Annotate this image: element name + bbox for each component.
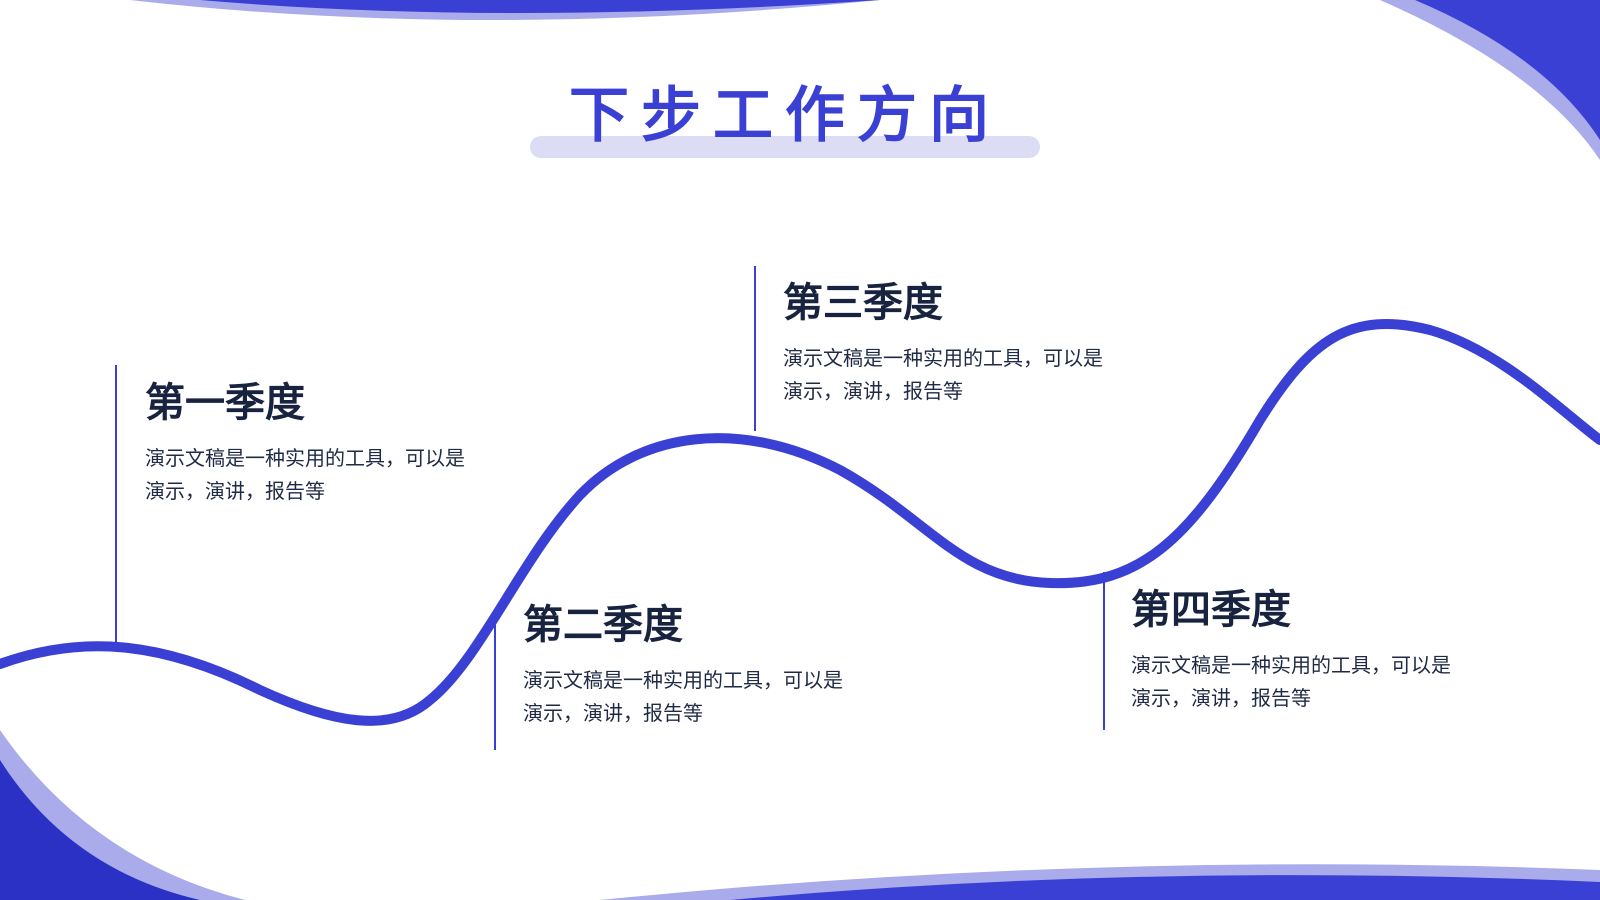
quarter-heading: 第一季度 xyxy=(145,380,305,426)
title-underline xyxy=(530,136,1040,158)
top-arc-dark xyxy=(200,0,880,13)
top-right-swoosh-dark xyxy=(1415,0,1600,140)
quarter-heading: 第四季度 xyxy=(1131,587,1291,633)
quarter-block-4: 第四季度 演示文稿是一种实用的工具，可以是 演示，演讲，报告等 xyxy=(1131,585,1451,715)
connector-q1 xyxy=(115,365,117,648)
quarter-desc-line2: 演示，演讲，报告等 xyxy=(1131,686,1311,710)
quarter-desc-line2: 演示，演讲，报告等 xyxy=(145,479,325,503)
connector-q2 xyxy=(494,620,496,750)
quarter-heading: 第三季度 xyxy=(783,280,943,326)
connector-q3 xyxy=(754,266,756,431)
quarter-block-3: 第三季度 演示文稿是一种实用的工具，可以是 演示，演讲，报告等 xyxy=(783,278,1103,408)
bottom-left-swoosh-dark xyxy=(0,760,200,900)
quarter-block-2: 第二季度 演示文稿是一种实用的工具，可以是 演示，演讲，报告等 xyxy=(523,600,843,730)
title-area: 下步工作方向 xyxy=(530,78,1040,160)
page-title: 下步工作方向 xyxy=(569,81,1001,151)
quarter-desc-line2: 演示，演讲，报告等 xyxy=(523,701,703,725)
quarter-desc-line1: 演示文稿是一种实用的工具，可以是 xyxy=(145,446,465,470)
quarter-desc-line2: 演示，演讲，报告等 xyxy=(783,379,963,403)
timeline-wave xyxy=(0,319,1600,726)
quarter-desc-line1: 演示文稿是一种实用的工具，可以是 xyxy=(783,346,1103,370)
bottom-arc-dark xyxy=(730,875,1600,900)
quarter-desc-line1: 演示文稿是一种实用的工具，可以是 xyxy=(1131,653,1451,677)
connector-q4 xyxy=(1103,572,1105,730)
quarter-block-1: 第一季度 演示文稿是一种实用的工具，可以是 演示，演讲，报告等 xyxy=(145,378,465,508)
quarter-desc-line1: 演示文稿是一种实用的工具，可以是 xyxy=(523,668,843,692)
quarter-heading: 第二季度 xyxy=(523,602,683,648)
